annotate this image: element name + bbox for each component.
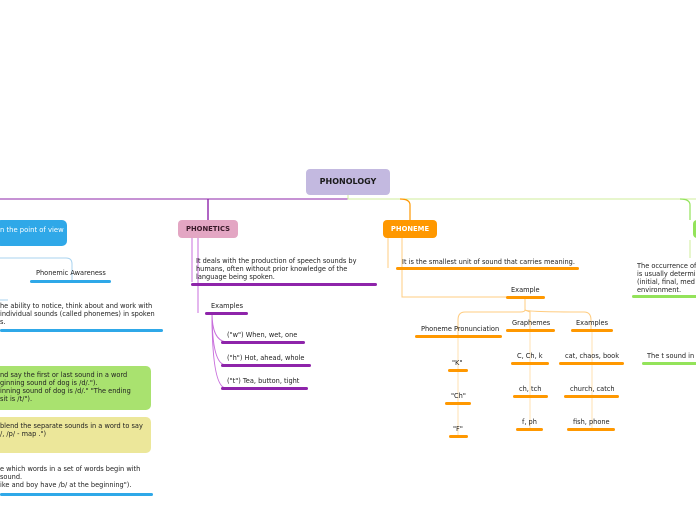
pronunciation-item-underline — [449, 435, 468, 438]
phonetics-example-underline — [221, 387, 308, 390]
grapheme-item: ch, tch — [519, 385, 542, 393]
phoneme-description-underline — [396, 267, 579, 270]
phoneme-example-label: Example — [511, 286, 540, 294]
phoneme-example-word-underline — [559, 362, 624, 365]
phoneme-pronunciation-underline — [415, 335, 502, 338]
left-branch-topic[interactable]: n the point of view — [0, 220, 67, 246]
phoneme-example-word-underline — [567, 428, 615, 431]
phonetics-example-item: ("w") When, wet, one — [227, 331, 298, 339]
bottom-left-underline — [0, 493, 153, 496]
phonetics-description-underline — [191, 283, 377, 286]
phoneme-examples-underline — [571, 329, 613, 332]
pronunciation-item: "K" — [452, 359, 463, 367]
right-branch-topic[interactable] — [693, 220, 696, 238]
pronunciation-item: "F" — [453, 425, 463, 433]
phoneme-example-word: cat, chaos, book — [565, 352, 620, 360]
graphemes-label: Graphemes — [512, 319, 551, 327]
phonetics-example-underline — [221, 364, 311, 367]
grapheme-item: f, ph — [522, 418, 537, 426]
phonetics-example-item: ("t") Tea, button, tight — [227, 377, 300, 385]
phoneme-example-underline — [506, 296, 545, 299]
phonemic-awareness-underline — [30, 280, 111, 283]
green-note-box: nd say the first or last sound in a word… — [0, 366, 151, 410]
grapheme-item-underline — [513, 395, 548, 398]
phonemic-awareness-label: Phonemic Awareness — [36, 269, 106, 277]
phonetics-example-item: ("h") Hot, ahead, whole — [227, 354, 305, 362]
phonetics-examples-label: Examples — [211, 302, 244, 310]
right-branch-sub-underline — [642, 362, 696, 365]
grapheme-item-underline — [516, 428, 543, 431]
pronunciation-item-underline — [445, 402, 471, 405]
phonetics-description: It deals with the production of speech s… — [196, 257, 357, 281]
pa-description-underline — [0, 329, 163, 332]
phoneme-example-word-underline — [564, 395, 619, 398]
phonetics-topic[interactable]: PHONETICS — [178, 220, 238, 238]
grapheme-item: C, Ch, k — [517, 352, 543, 360]
phonetics-example-underline — [221, 341, 305, 344]
phoneme-description: It is the smallest unit of sound that ca… — [402, 258, 575, 266]
yellow-note-box: blend the separate sounds in a word to s… — [0, 417, 151, 453]
phoneme-example-word: church, catch — [570, 385, 615, 393]
right-branch-description: The occurrence of is usually determi (in… — [637, 262, 696, 294]
graphemes-underline — [506, 329, 555, 332]
pronunciation-item-underline — [448, 369, 468, 372]
phoneme-topic[interactable]: PHONEME — [383, 220, 437, 238]
pronunciation-item: "Ch" — [451, 392, 466, 400]
phoneme-pronunciation-label: Phoneme Pronunciation — [421, 325, 500, 333]
phoneme-examples-label: Examples — [576, 319, 609, 327]
right-branch-sub: The t sound in — [647, 352, 695, 360]
phonetics-examples-underline — [205, 312, 248, 315]
grapheme-item-underline — [511, 362, 549, 365]
right-branch-underline — [632, 295, 696, 298]
root-node[interactable]: PHONOLOGY — [306, 169, 390, 195]
phoneme-example-word: fish, phone — [573, 418, 610, 426]
